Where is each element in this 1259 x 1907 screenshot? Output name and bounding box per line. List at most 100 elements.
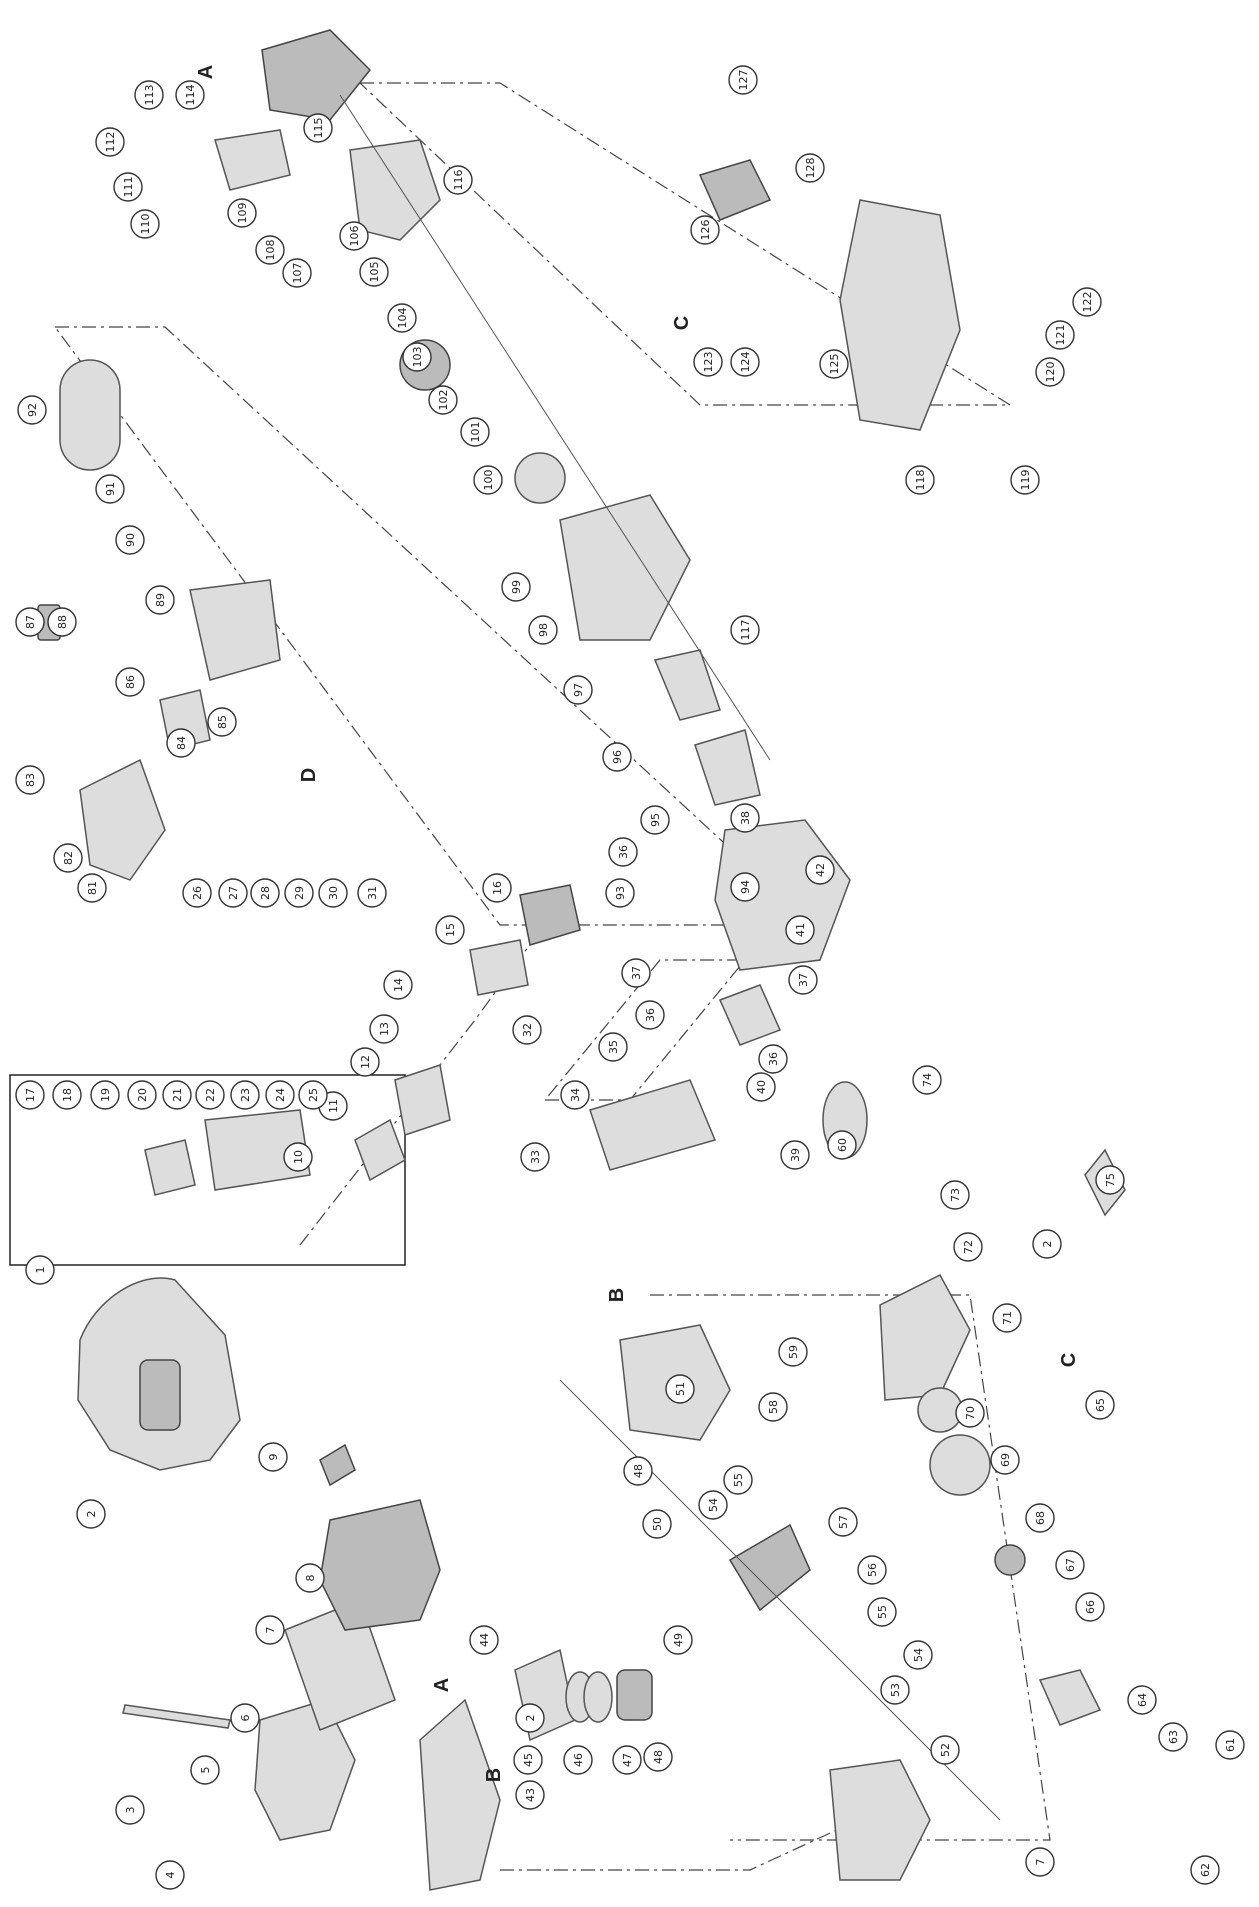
callout-circle bbox=[640, 805, 670, 835]
callout-circle bbox=[730, 872, 760, 902]
callout-number: 114 bbox=[184, 85, 197, 106]
part-callout-69: 69 bbox=[990, 1445, 1020, 1475]
callout-number: 48 bbox=[632, 1464, 645, 1478]
part-callout-122: 122 bbox=[1072, 287, 1102, 317]
crankcase-bottom-shape bbox=[829, 1759, 931, 1881]
callout-circle bbox=[903, 1640, 933, 1670]
callout-circle bbox=[76, 1499, 106, 1529]
part-callout-29: 29 bbox=[284, 878, 314, 908]
callout-number: 16 bbox=[491, 881, 504, 895]
callout-number: 61 bbox=[1224, 1738, 1237, 1752]
callout-circle bbox=[1095, 1165, 1125, 1195]
callout-number: 67 bbox=[1064, 1558, 1077, 1572]
callout-circle bbox=[1035, 357, 1065, 387]
part-callout-15: 15 bbox=[435, 915, 465, 945]
part-callout-96: 96 bbox=[602, 742, 632, 772]
gear-housing-shape bbox=[559, 494, 691, 641]
part-callout-101: 101 bbox=[460, 417, 490, 447]
callout-circle bbox=[621, 958, 651, 988]
callout-number: 32 bbox=[521, 1023, 534, 1037]
callout-number: 40 bbox=[755, 1080, 768, 1094]
part-callout-39: 39 bbox=[780, 1140, 810, 1170]
part-callout-68: 68 bbox=[1025, 1503, 1055, 1533]
callout-circle bbox=[513, 1745, 543, 1775]
callout-number: 121 bbox=[1054, 325, 1067, 346]
callout-circle bbox=[359, 257, 389, 287]
cylinder-shape bbox=[319, 1499, 441, 1631]
callout-number: 86 bbox=[124, 675, 137, 689]
callout-number: 19 bbox=[99, 1088, 112, 1102]
callout-circle bbox=[827, 1130, 857, 1160]
part-callout-103: 103 bbox=[402, 342, 432, 372]
spark-plug-shape bbox=[319, 1443, 356, 1487]
callout-number: 42 bbox=[814, 863, 827, 877]
callout-circle bbox=[598, 1032, 628, 1062]
callout-number: 122 bbox=[1081, 292, 1094, 313]
callout-number: 30 bbox=[327, 886, 340, 900]
part-callout-5: 5 bbox=[190, 1755, 220, 1785]
callout-number: 36 bbox=[767, 1052, 780, 1066]
callout-circle bbox=[145, 585, 175, 615]
part-callout-73: 73 bbox=[940, 1180, 970, 1210]
callout-circle bbox=[746, 1072, 776, 1102]
part-callout-33: 33 bbox=[520, 1142, 550, 1172]
fuel-tank-top-shape bbox=[261, 29, 372, 121]
part-callout-54: 54 bbox=[903, 1640, 933, 1670]
callout-number: 8 bbox=[304, 1575, 317, 1582]
part-callout-66: 66 bbox=[1075, 1592, 1105, 1622]
part-callout-75: 75 bbox=[1095, 1165, 1125, 1195]
part-callout-52: 52 bbox=[930, 1735, 960, 1765]
callout-number: 53 bbox=[889, 1683, 902, 1697]
callout-circle bbox=[857, 1555, 887, 1585]
callout-circle bbox=[602, 742, 632, 772]
callout-number: 13 bbox=[378, 1022, 391, 1036]
part-callout-18: 18 bbox=[52, 1080, 82, 1110]
filter-element-shape bbox=[718, 984, 782, 1046]
carb-plate-shape bbox=[469, 939, 529, 996]
callout-number: 52 bbox=[939, 1743, 952, 1757]
callout-circle bbox=[77, 873, 107, 903]
callout-number: 81 bbox=[86, 881, 99, 895]
part-callout-63: 63 bbox=[1158, 1722, 1188, 1752]
part-callout-110: 110 bbox=[130, 209, 160, 239]
part-callout-92: 92 bbox=[17, 395, 47, 425]
callout-circle bbox=[867, 1597, 897, 1627]
callout-number: 27 bbox=[227, 886, 240, 900]
part-callout-116: 116 bbox=[443, 165, 473, 195]
callout-number: 2 bbox=[524, 1715, 537, 1722]
handle-body-shape bbox=[79, 758, 166, 881]
callout-circle bbox=[218, 878, 248, 908]
part-callout-37: 37 bbox=[621, 958, 651, 988]
part-callout-6: 6 bbox=[230, 1703, 260, 1733]
callout-number: 54 bbox=[912, 1648, 925, 1662]
part-callout-111: 111 bbox=[113, 172, 143, 202]
callout-number: 31 bbox=[366, 886, 379, 900]
handle-grip-shape bbox=[59, 359, 121, 471]
callout-number: 36 bbox=[644, 1008, 657, 1022]
part-callout-87: 87 bbox=[15, 607, 45, 637]
callout-circle bbox=[47, 607, 77, 637]
callout-number: 71 bbox=[1001, 1311, 1014, 1325]
callout-number: 119 bbox=[1019, 470, 1032, 491]
callout-circle bbox=[730, 347, 760, 377]
callout-circle bbox=[339, 221, 369, 251]
part-callout-51: 51 bbox=[665, 1374, 695, 1404]
callout-circle bbox=[1075, 1592, 1105, 1622]
part-callout-88: 88 bbox=[47, 607, 77, 637]
shaft-clamp-shape bbox=[694, 729, 761, 806]
part-callout-40: 40 bbox=[746, 1072, 776, 1102]
callout-number: 109 bbox=[236, 203, 249, 224]
part-callout-105: 105 bbox=[359, 257, 389, 287]
callout-circle bbox=[612, 1745, 642, 1775]
callout-number: 48 bbox=[652, 1750, 665, 1764]
callout-circle bbox=[905, 465, 935, 495]
part-callout-43: 43 bbox=[515, 1780, 545, 1810]
callout-circle bbox=[17, 395, 47, 425]
callout-number: 11 bbox=[327, 1099, 340, 1113]
callout-circle bbox=[1127, 1685, 1157, 1715]
callout-circle bbox=[642, 1509, 672, 1539]
callout-circle bbox=[318, 878, 348, 908]
callout-number: 7 bbox=[264, 1627, 277, 1634]
callout-circle bbox=[443, 165, 473, 195]
